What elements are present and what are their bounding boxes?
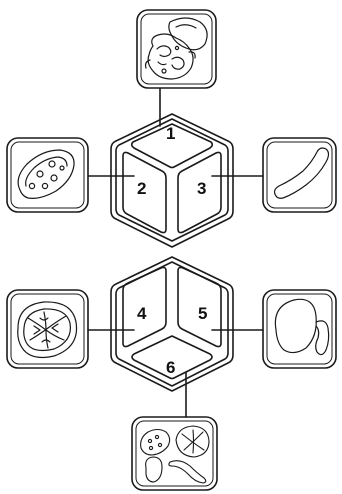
panel-5 [263, 290, 336, 368]
rounded-blob-icon [275, 299, 328, 354]
panel-6 [132, 417, 217, 490]
panel-2 [7, 138, 88, 212]
panel-4 [7, 290, 88, 368]
worm-shape-icon [275, 148, 329, 198]
panel-1 [137, 10, 216, 88]
oval-cell-icon [18, 150, 74, 198]
curled-mass-icon [146, 18, 208, 79]
cross-section-icon [18, 302, 77, 358]
panel-3 [263, 138, 336, 212]
bottom-cube: 4 5 6 [111, 257, 233, 391]
top-cube: 1 2 3 [111, 114, 233, 247]
combined-shapes-icon [141, 426, 209, 483]
face-number-1: 1 [166, 124, 175, 143]
connector-lines [88, 88, 263, 417]
face-number-5: 5 [198, 304, 207, 323]
face-number-3: 3 [197, 179, 206, 198]
face-number-2: 2 [137, 179, 146, 198]
face-number-6: 6 [166, 358, 175, 377]
face-number-4: 4 [137, 304, 147, 323]
